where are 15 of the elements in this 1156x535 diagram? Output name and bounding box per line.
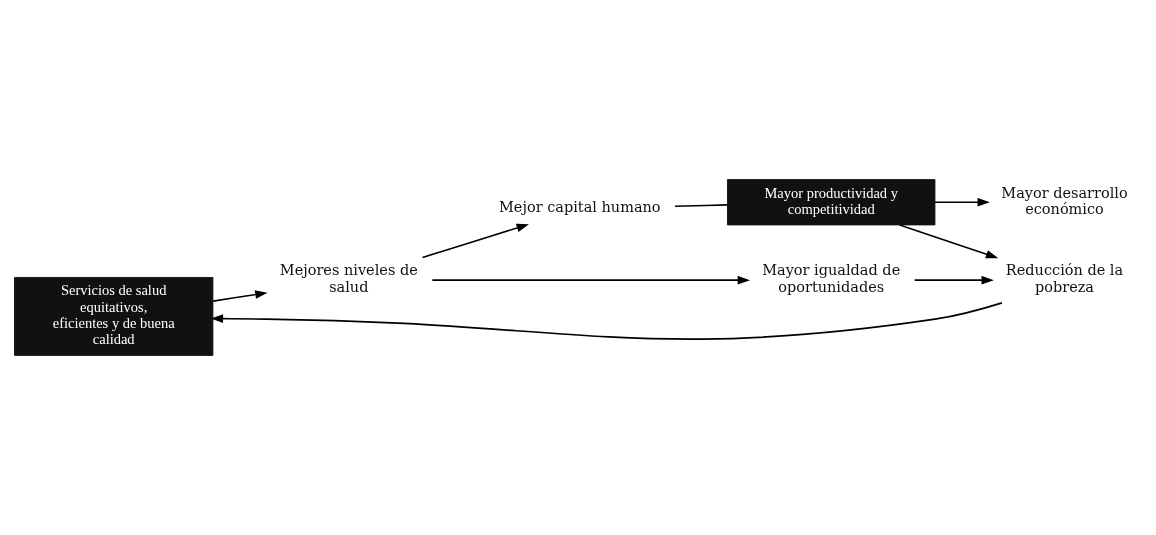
node-text: Mejores niveles de salud: [279, 262, 418, 295]
node-box: Servicios de salud equitativos, eficientes y de buena calidad: [14, 277, 214, 356]
arrow: [934, 197, 990, 207]
node-text: Mayor igualdad de oportunidades: [762, 262, 901, 295]
node-text: Mayor desarrollo económico: [1001, 184, 1128, 217]
arrow: [210, 302, 1003, 340]
arrow: [212, 290, 268, 302]
arrow: [913, 275, 994, 285]
node-box: Mayor productividad y competitividad: [727, 179, 936, 226]
arrow: [421, 223, 529, 259]
arrow: [431, 275, 751, 285]
node-text: Reducción de la pobreza: [1005, 262, 1124, 295]
arrow: [898, 224, 999, 259]
connector: [674, 204, 729, 208]
node-text: Mejor capital humano: [499, 199, 661, 216]
